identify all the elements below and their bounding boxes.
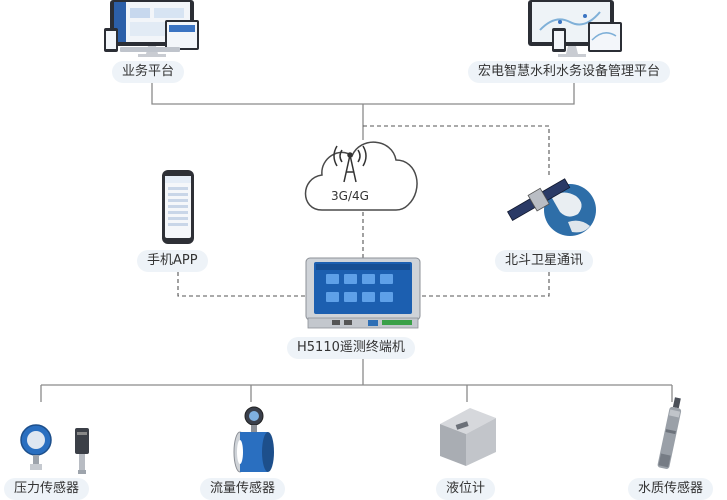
level-meter-icon <box>440 408 496 466</box>
pressure-sensor-icon <box>20 424 89 474</box>
hydro-platform-label: 宏电智慧水利水务设备管理平台 <box>468 61 671 83</box>
business-platform-devices-icon <box>104 0 199 57</box>
link-cloud-to-beidou <box>363 125 550 175</box>
cloud-icon <box>304 141 418 211</box>
flow-sensor-icon <box>233 406 274 473</box>
connector-platform-to-cloud <box>363 82 575 105</box>
satellite-earth-icon <box>507 178 596 236</box>
wireless-links <box>177 125 550 297</box>
link-beidou-to-terminal <box>418 272 550 297</box>
level-meter-label: 液位计 <box>436 478 496 500</box>
flow-sensor-label: 流量传感器 <box>200 478 286 500</box>
beidou-label: 北斗卫星通讯 <box>495 250 594 272</box>
business-platform-label: 业务平台 <box>112 61 185 83</box>
telemetry-terminal-icon <box>305 257 421 329</box>
link-app-to-terminal <box>177 272 310 297</box>
pressure-sensor-label: 压力传感器 <box>4 478 90 500</box>
smartphone-icon <box>162 170 194 244</box>
solid-connectors <box>40 82 673 402</box>
water-quality-sensor-icon <box>657 397 682 469</box>
mobile-app-label: 手机APP <box>137 250 208 272</box>
terminal-label: H5110遥测终端机 <box>287 337 415 359</box>
network-label: 3G/4G <box>331 189 369 203</box>
signal-tower-icon <box>333 145 367 183</box>
hydro-platform-devices-icon <box>528 0 622 57</box>
water-quality-sensor-label: 水质传感器 <box>628 478 714 500</box>
connector-business-to-cloud <box>151 82 363 105</box>
